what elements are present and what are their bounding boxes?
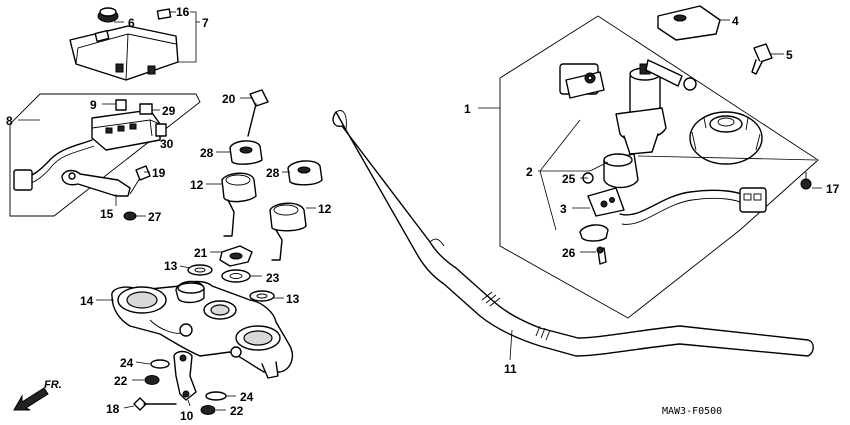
callout-19: 19 xyxy=(152,166,166,180)
callout-27: 27 xyxy=(148,210,162,224)
ignition-switch-part xyxy=(615,59,697,155)
callout-12-left: 12 xyxy=(190,178,204,192)
grommet-6-part xyxy=(97,7,119,23)
ignition-switch-assembly-outline xyxy=(499,15,819,319)
bolt-20-part xyxy=(247,89,269,137)
bolt-19-part xyxy=(129,165,151,195)
callout-1: 1 xyxy=(464,102,471,116)
key-cover-part xyxy=(657,5,721,41)
callout-9: 9 xyxy=(90,98,97,112)
callout-15: 15 xyxy=(100,207,114,221)
callout-29: 29 xyxy=(162,104,176,118)
callout-labels: 1 2 3 4 5 6 16 7 8 9 29 30 19 15 27 20 2… xyxy=(6,5,840,423)
holder-upper-28-left-part xyxy=(229,140,263,165)
switch-housing-part xyxy=(582,153,639,189)
fuse-30-part xyxy=(155,123,167,137)
holder-upper-28-right-part xyxy=(287,160,323,186)
callout-5: 5 xyxy=(786,48,793,62)
control-unit-group-outline xyxy=(9,93,201,217)
callout-25: 25 xyxy=(562,172,576,186)
fuel-cap-part xyxy=(689,111,763,165)
bracket-15-part xyxy=(61,169,131,197)
callout-16: 16 xyxy=(176,5,190,19)
cover-part xyxy=(69,25,179,81)
callout-21: 21 xyxy=(194,246,208,260)
callout-18: 18 xyxy=(106,402,120,416)
callout-23: 23 xyxy=(266,271,280,285)
callout-7: 7 xyxy=(202,16,209,30)
ignition-key-part xyxy=(751,43,773,75)
callout-28-right: 28 xyxy=(266,166,280,180)
washer-24-right-part xyxy=(205,391,227,401)
callout-24-left: 24 xyxy=(120,356,134,370)
holder-lower-12-right-part xyxy=(269,202,307,261)
front-direction-arrow: FR. xyxy=(13,379,62,411)
callout-2: 2 xyxy=(526,165,533,179)
relay-9-part xyxy=(115,99,127,111)
callout-20: 20 xyxy=(222,92,236,106)
callout-28-left: 28 xyxy=(200,146,214,160)
callout-13-left: 13 xyxy=(164,259,178,273)
clip-16-part xyxy=(156,8,172,20)
callout-24-right: 24 xyxy=(240,390,254,404)
callout-30: 30 xyxy=(160,137,174,151)
diagram-code: MAW3-F0500 xyxy=(662,406,722,417)
callout-14: 14 xyxy=(80,294,94,308)
callout-13-right: 13 xyxy=(286,292,300,306)
leader-lines xyxy=(18,11,822,411)
callout-8: 8 xyxy=(6,114,13,128)
callout-26: 26 xyxy=(562,246,576,260)
callout-6: 6 xyxy=(128,16,135,30)
callout-3: 3 xyxy=(560,202,567,216)
front-direction-label: FR. xyxy=(44,379,62,391)
callout-22-left: 22 xyxy=(114,374,128,388)
washer-23-part xyxy=(221,269,251,283)
bolt-18-part xyxy=(133,397,177,411)
callout-10: 10 xyxy=(180,409,194,423)
washer-24-left-part xyxy=(150,359,170,369)
nut-27-part xyxy=(123,211,137,221)
callout-12-right: 12 xyxy=(318,202,332,216)
washer-13-left-part xyxy=(187,264,213,276)
callout-4: 4 xyxy=(732,14,739,28)
handlebar-knurl-right xyxy=(535,325,551,341)
control-unit-part xyxy=(13,109,161,191)
fuse-29-part xyxy=(139,103,153,115)
callout-17: 17 xyxy=(826,182,840,196)
nut-22-right-part xyxy=(200,405,216,415)
callout-22-right: 22 xyxy=(230,404,244,418)
washer-13-right-part xyxy=(249,290,275,302)
handlebar-knurl-left xyxy=(481,291,501,307)
switch-wire-harness-part xyxy=(587,187,767,225)
holder-lower-12-left-part xyxy=(221,172,257,237)
top-bridge-part xyxy=(111,280,294,379)
nut-22-left-part xyxy=(144,375,160,385)
nut-21-part xyxy=(219,245,253,267)
seat-lock-cylinder-part xyxy=(559,63,605,99)
callout-11: 11 xyxy=(504,362,517,376)
retainer-ring-part xyxy=(579,224,609,265)
screw-17-part xyxy=(800,172,812,190)
bracket-10-part xyxy=(173,350,197,401)
handlebar-part xyxy=(332,110,814,357)
